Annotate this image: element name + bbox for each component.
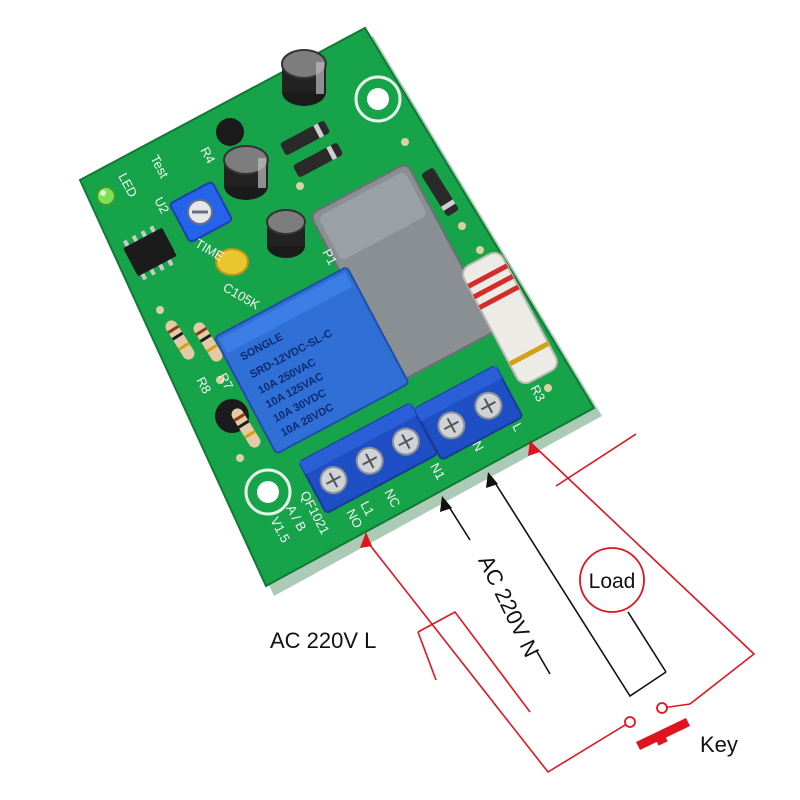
silk-p1: P1 bbox=[319, 246, 340, 267]
wire-neutral-n bbox=[491, 477, 667, 698]
resistor bbox=[231, 408, 261, 448]
power-resistor bbox=[462, 251, 558, 385]
arrow-n1 bbox=[440, 496, 452, 512]
silk-r3: R3 bbox=[527, 382, 548, 404]
wire-live-stub bbox=[417, 610, 531, 713]
silk-terminal-n1: N1 bbox=[427, 460, 448, 482]
wire-live-stub-left bbox=[417, 631, 437, 681]
arrow-l1 bbox=[360, 532, 372, 548]
ic-chip bbox=[122, 225, 177, 281]
resistor bbox=[165, 320, 195, 360]
silk-r4: R4 bbox=[197, 144, 218, 166]
terminal-screw bbox=[474, 391, 503, 420]
wire-load-key bbox=[627, 611, 667, 673]
label-ac-n: AC 220V N bbox=[474, 551, 545, 661]
mounting-hole bbox=[244, 468, 292, 516]
terminal-block-right bbox=[414, 365, 523, 460]
transistor bbox=[216, 118, 244, 146]
arrow-l bbox=[528, 440, 540, 456]
electrolytic-capacitor bbox=[266, 209, 306, 258]
terminal-block-left bbox=[299, 402, 438, 513]
load-label: Load bbox=[589, 570, 636, 593]
led bbox=[96, 186, 116, 206]
resistor bbox=[193, 322, 223, 362]
electrolytic-capacitor bbox=[223, 145, 269, 200]
silk-r8: R8 bbox=[193, 374, 214, 396]
label-ac-l: AC 220V L bbox=[270, 628, 376, 653]
mounting-hole bbox=[354, 75, 402, 123]
arrows bbox=[360, 440, 540, 548]
wiring bbox=[365, 433, 756, 774]
label-key: Key bbox=[700, 732, 738, 757]
diode bbox=[421, 168, 459, 216]
wire-live-l bbox=[365, 539, 631, 774]
wire-neutral-n1-lower bbox=[535, 649, 551, 675]
arrow-n bbox=[486, 472, 498, 488]
wire-live-right bbox=[533, 445, 756, 705]
ceramic-capacitor bbox=[215, 248, 249, 276]
terminal-screw bbox=[355, 446, 384, 475]
relay: SONGLE SRD-12VDC-SL-C 10A 250VAC 10A 125… bbox=[214, 267, 409, 454]
wire-load-top bbox=[555, 433, 637, 487]
potentiometer bbox=[169, 181, 233, 243]
terminal-screw bbox=[437, 411, 466, 440]
relay-module-board: SONGLE SRD-12VDC-SL-C 10A 250VAC 10A 125… bbox=[78, 26, 602, 596]
key-switch bbox=[624, 702, 690, 750]
terminal-screw bbox=[319, 466, 348, 495]
terminal-screw bbox=[391, 427, 420, 456]
silk-terminal-l1: L1 bbox=[357, 498, 377, 518]
electrolytic-capacitor bbox=[281, 49, 327, 106]
diode bbox=[293, 143, 343, 177]
silk-r7: R7 bbox=[215, 370, 236, 392]
diode bbox=[280, 121, 330, 155]
load: Load bbox=[579, 547, 645, 613]
silk-u2: U2 bbox=[151, 194, 172, 216]
